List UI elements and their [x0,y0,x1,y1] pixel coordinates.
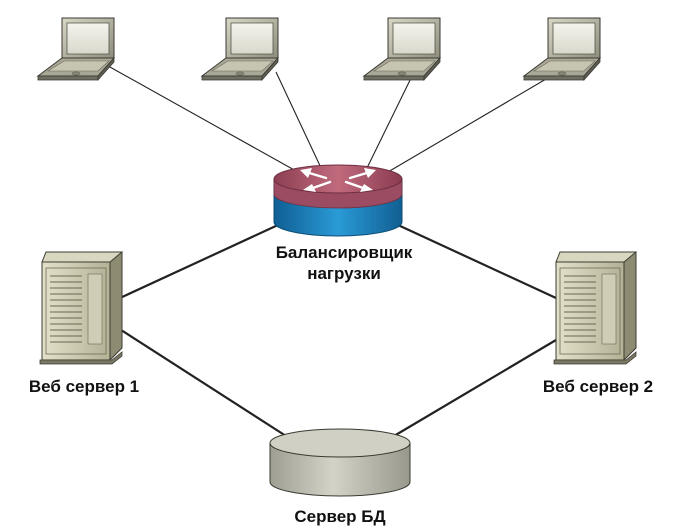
laptop-icon [37,17,115,81]
web-server-1-label: Веб сервер 1 [29,377,139,396]
balancer-label-line1: Балансировщик [276,243,413,262]
router-icon [273,164,403,237]
db-server-label: Сервер БД [294,507,385,526]
laptop-icon [523,17,601,81]
link-balancer-web2 [397,224,557,299]
server-tower-icon [553,251,637,365]
balancer-label-line2: нагрузки [307,264,381,283]
web-server-2-label: Веб сервер 2 [543,377,653,396]
link-laptop3-balancer [365,71,415,171]
server-tower-icon [39,251,123,365]
link-web1-db [117,327,287,437]
database-cylinder-icon [269,428,411,497]
link-laptop2-balancer [275,71,323,171]
laptop-icon [363,17,441,81]
laptop-icon [201,17,279,81]
link-web2-db [393,339,557,437]
link-balancer-web1 [119,224,279,299]
link-laptop1-balancer [100,61,306,177]
